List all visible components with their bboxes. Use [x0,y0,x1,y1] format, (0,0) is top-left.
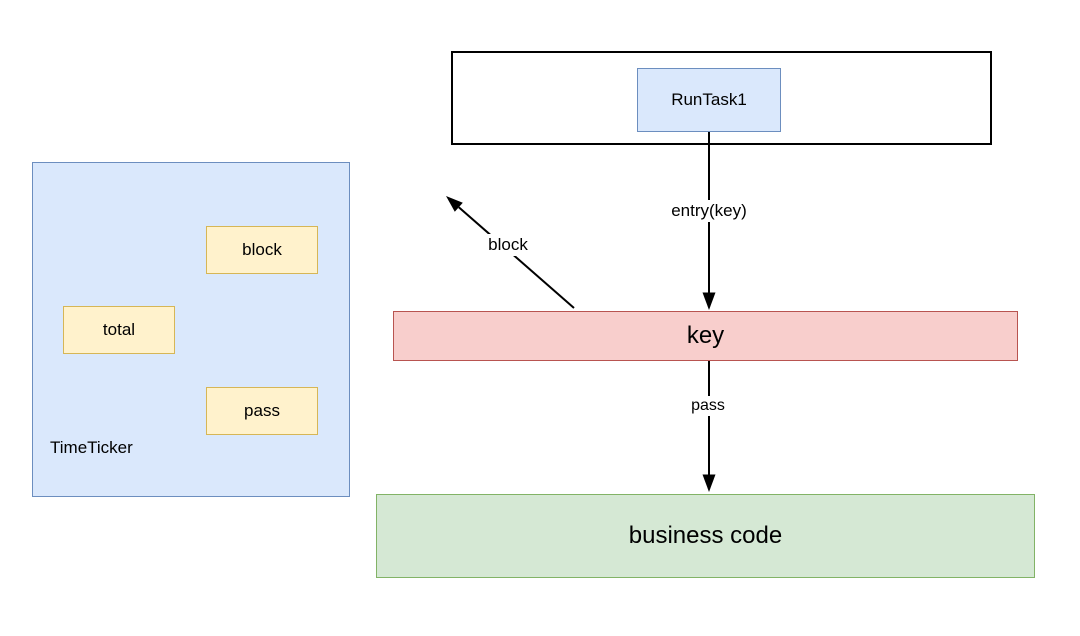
counter-block: block [206,226,318,274]
runtask1-label: RunTask1 [671,90,747,109]
counter-total-label: total [102,320,136,339]
block-arrow-label: block [483,234,533,256]
business-code-node: business code [376,494,1035,578]
runtask1-node: RunTask1 [637,68,781,132]
counter-total: total [63,306,175,354]
key-label: key [686,322,725,349]
pass-arrow-label: pass [686,396,730,416]
timeticker-label: TimeTicker [50,438,133,457]
pass-arrow [702,361,716,492]
counter-pass-label: pass [244,401,280,420]
counter-pass: pass [206,387,318,435]
entry-arrow-label: entry(key) [666,200,752,222]
key-node: key [393,311,1018,361]
business-code-label: business code [628,522,783,549]
counter-block-label: block [242,240,282,259]
